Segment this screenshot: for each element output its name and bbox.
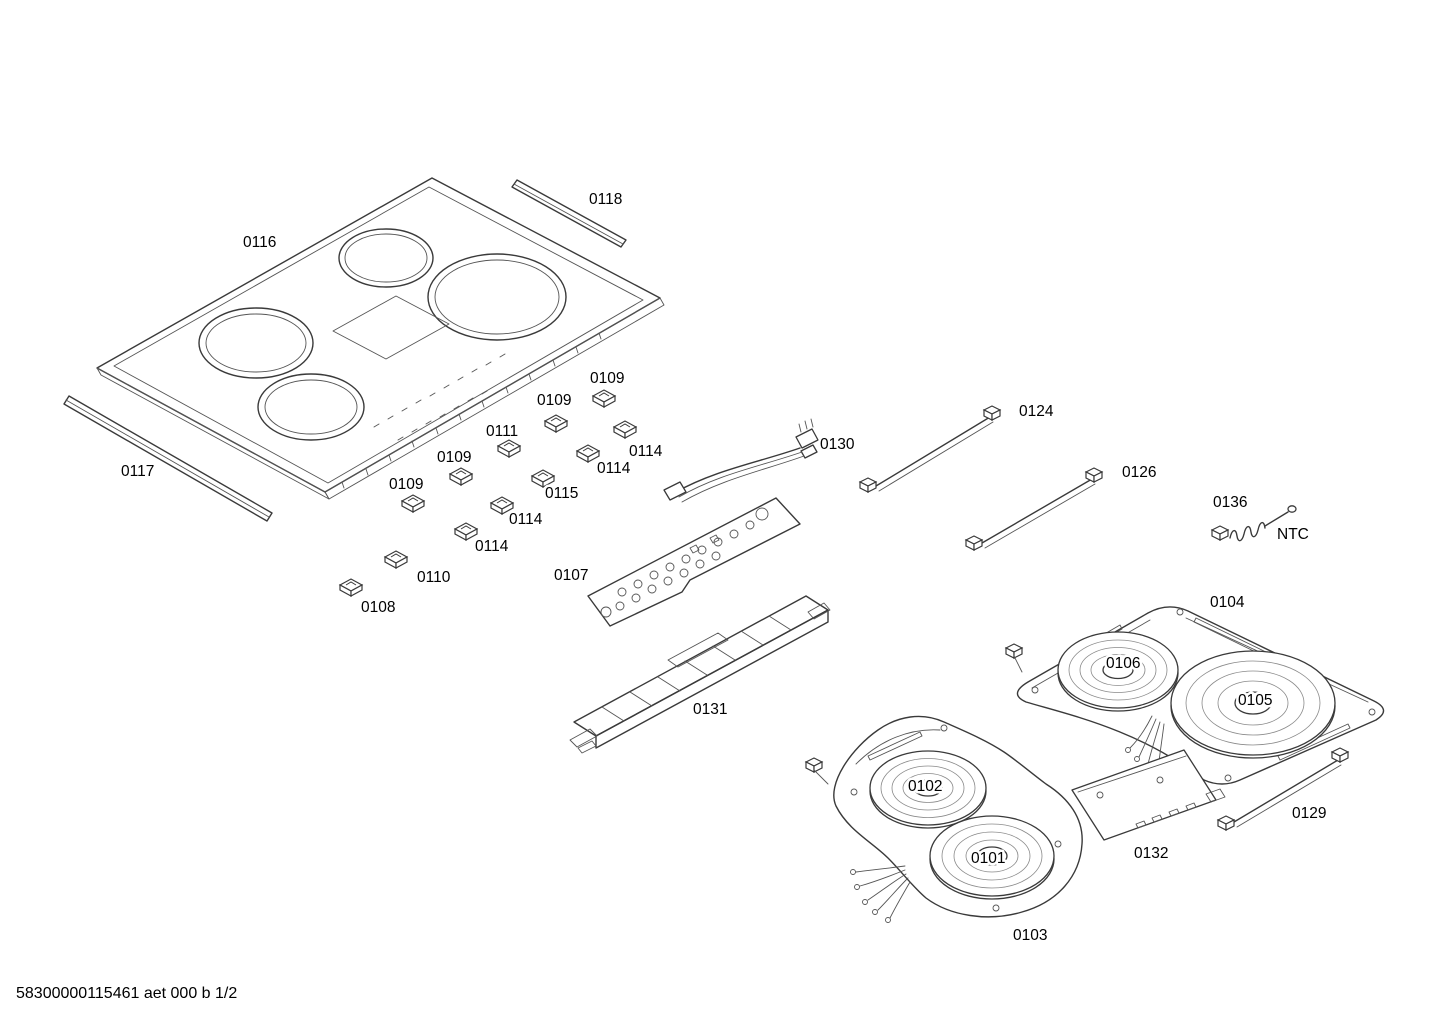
- part-label-0118: 0118: [589, 191, 622, 208]
- fixing-clip-0109-1: [592, 389, 616, 408]
- fixing-clip-0114-1: [613, 420, 637, 439]
- part-label-0106: 0106: [1106, 655, 1140, 672]
- induction-coil-0106-drawing: [1057, 631, 1179, 712]
- part-label-0108: 0108: [361, 599, 395, 616]
- cable-connector: [1085, 467, 1103, 483]
- cable-connector: [1331, 747, 1349, 763]
- glass-edge-hatching: [341, 332, 602, 489]
- cooking-zone-right: [427, 253, 567, 341]
- cable-0126-drawing: [965, 467, 1103, 551]
- fixing-clip-0109-2: [544, 414, 568, 433]
- glass-panel-drawing: [96, 177, 665, 500]
- cable-connector: [859, 477, 877, 493]
- ntc-connector: [1211, 525, 1229, 541]
- touch-buttons: [600, 507, 769, 618]
- fixing-clip-0114-4: [454, 522, 478, 541]
- part-label-0104: 0104: [1210, 594, 1245, 611]
- power-module-drawing: [1071, 749, 1226, 841]
- part-label-0114-2: 0114: [597, 460, 631, 477]
- part-label-0109-4: 0109: [389, 476, 423, 493]
- part-label-0131: 0131: [693, 701, 727, 718]
- part-label-0105: 0105: [1238, 692, 1272, 709]
- induction-coil-0105-drawing: [1170, 650, 1336, 759]
- part-label-0115: 0115: [545, 485, 578, 502]
- cable-0124-drawing: [859, 405, 1001, 493]
- ntc-caption: NTC: [1277, 526, 1309, 543]
- part-label-0114-4: 0114: [475, 538, 509, 555]
- cable-connector: [983, 405, 1001, 421]
- trim-strip-right-drawing: [511, 179, 627, 248]
- control-module-drawing: [587, 497, 801, 627]
- cable-connector: [965, 535, 983, 551]
- fixing-clip-0109-3: [449, 467, 473, 486]
- induction-coil-0102-drawing: [869, 750, 987, 829]
- fixing-clip-0109-4: [401, 494, 425, 513]
- part-label-0114-1: 0114: [629, 443, 663, 460]
- trim-strip-left-drawing: [63, 395, 273, 522]
- fixing-clip-0108: [339, 578, 363, 597]
- part-label-0101: 0101: [971, 850, 1005, 867]
- part-label-0111: 0111: [486, 423, 518, 440]
- cable-connector: [1217, 815, 1235, 831]
- part-label-0109-1: 0109: [590, 370, 624, 387]
- part-label-0102: 0102: [908, 778, 942, 795]
- ntc-sensor-drawing: [1211, 505, 1297, 542]
- coil-carrier-front-drawing: [805, 715, 1083, 923]
- part-label-0110: 0110: [417, 569, 451, 586]
- part-label-0129: 0129: [1292, 805, 1326, 822]
- ribbon-cable-drawing: [663, 418, 819, 503]
- part-label-0116: 0116: [243, 234, 276, 251]
- part-label-0136: 0136: [1213, 494, 1247, 511]
- cooking-zone-left: [198, 307, 314, 379]
- part-label-0107: 0107: [554, 567, 588, 584]
- part-label-0132: 0132: [1134, 845, 1168, 862]
- part-label-0109-3: 0109: [437, 449, 471, 466]
- induction-coil-0101-drawing: [929, 815, 1055, 900]
- fixing-clip-0114-2: [576, 444, 600, 463]
- cooking-zone-rear: [338, 228, 434, 288]
- part-labels: 0116 0118 0117 0109 0109 0111 0109 0109 …: [119, 189, 1329, 947]
- part-label-0117: 0117: [121, 463, 154, 480]
- control-print-marks: [373, 353, 506, 441]
- cooking-zone-front: [257, 373, 365, 441]
- fixing-clip-0111: [497, 439, 521, 458]
- part-label-0126: 0126: [1122, 464, 1156, 481]
- front-coil-wires: [850, 865, 911, 923]
- part-label-0130: 0130: [820, 436, 855, 453]
- part-label-0114-3: 0114: [509, 511, 543, 528]
- part-label-0109-2: 0109: [537, 392, 571, 409]
- coil-carrier-rear-drawing: [1005, 606, 1385, 785]
- cable-0129-drawing: [1217, 747, 1349, 831]
- fixing-clips: [339, 389, 637, 597]
- center-zone-outline: [332, 295, 450, 360]
- part-label-0124: 0124: [1019, 403, 1054, 420]
- part-label-0103: 0103: [1013, 927, 1047, 944]
- ntc-bead: [1287, 505, 1297, 513]
- fixing-clip-0110: [384, 550, 408, 569]
- drawing-number: 58300000115461 aet 000 b 1/2: [16, 985, 237, 1002]
- mounting-rail-drawing: [569, 595, 831, 754]
